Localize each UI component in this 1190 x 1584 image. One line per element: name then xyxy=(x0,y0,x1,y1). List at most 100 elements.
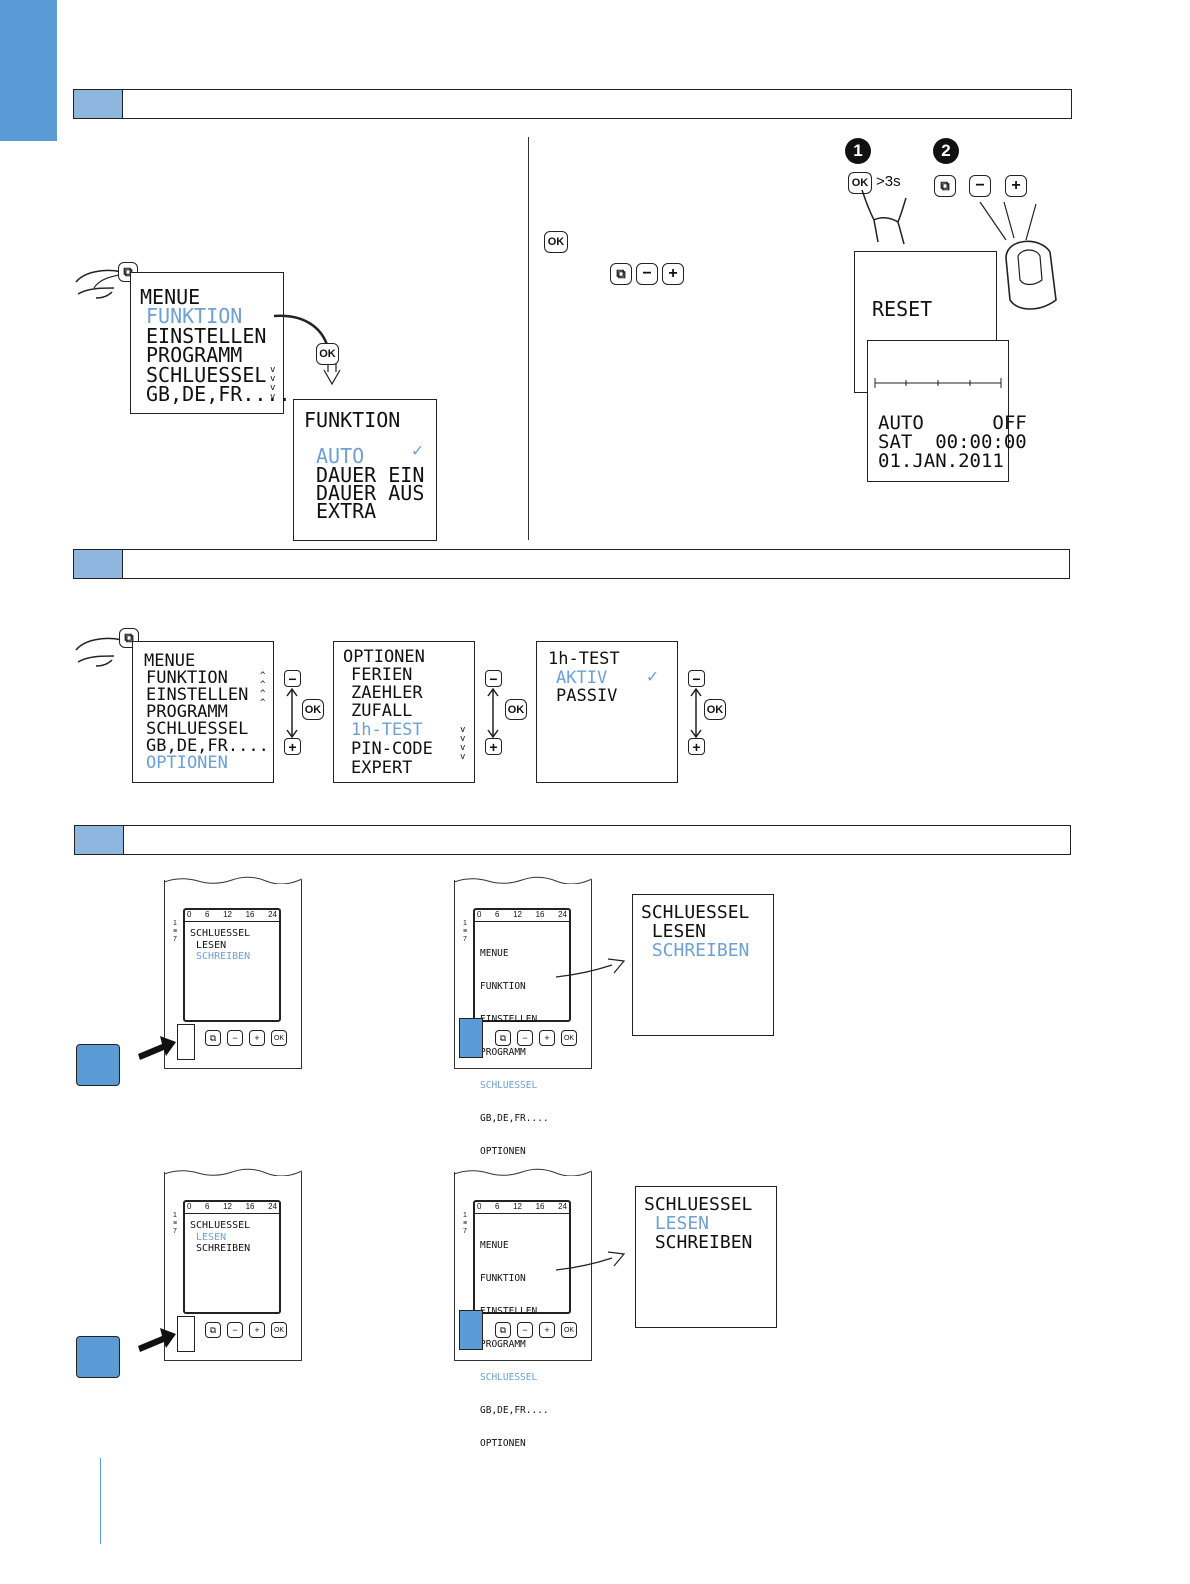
day-indicator: 1≡7 xyxy=(173,920,178,943)
scale-tick: 16 xyxy=(245,1202,255,1211)
scale-tick: 12 xyxy=(513,910,522,919)
menu-line-highlight: SCHLUESSEL xyxy=(480,1372,538,1383)
step-2-badge: 2 xyxy=(933,138,959,164)
status-line-3: 01.JAN.2011 xyxy=(878,450,1004,472)
day-label: 1 xyxy=(173,920,177,927)
memory-key-module[interactable] xyxy=(76,1336,120,1378)
scale-tick: 24 xyxy=(268,1202,277,1211)
scale-tick: 24 xyxy=(268,910,277,919)
status-line-1: AUTO OFF xyxy=(878,412,1027,434)
plus-button[interactable]: + xyxy=(284,738,301,755)
status-line-2: SAT 00:00:00 xyxy=(878,431,1027,453)
ok-button[interactable]: OK xyxy=(316,343,339,365)
ok-button[interactable]: OK xyxy=(505,699,527,720)
minus-button[interactable]: − xyxy=(485,670,502,687)
minus-button-step2[interactable]: − xyxy=(969,175,991,197)
ok-key[interactable]: OK xyxy=(561,1322,577,1338)
menu-button-step2[interactable]: ⧉ xyxy=(934,175,956,197)
memory-key-module[interactable] xyxy=(76,1044,120,1086)
ok-button[interactable]: OK xyxy=(704,699,726,720)
scale-tick: 6 xyxy=(205,1202,210,1211)
scale-tick: 12 xyxy=(223,910,232,919)
plus-button[interactable]: + xyxy=(688,738,705,755)
device-top-edge xyxy=(164,876,302,884)
reset-text: RESET xyxy=(872,297,933,321)
minus-button[interactable]: − xyxy=(688,670,705,687)
lcd-status: AUTO OFF SAT 00:00:00 01.JAN.2011 xyxy=(867,340,1027,482)
key-slot[interactable] xyxy=(177,1024,195,1060)
check-icon: ✓ xyxy=(647,666,658,687)
minus-key[interactable]: − xyxy=(227,1322,243,1338)
menu-key[interactable]: ⧉ xyxy=(495,1030,511,1046)
plus-button-step2[interactable]: + xyxy=(1005,175,1027,197)
day-label: 1 xyxy=(463,1212,467,1219)
scale-tick: 12 xyxy=(223,1202,232,1211)
scale-tick: 16 xyxy=(535,1202,545,1211)
menu-key[interactable]: ⧉ xyxy=(205,1030,221,1046)
scale-tick: 6 xyxy=(205,910,210,919)
device-menu: MENUE FUNKTION EINSTELLEN PROGRAMM SCHLU… xyxy=(480,1218,549,1471)
menu-line-highlight: SCHREIBEN xyxy=(190,951,251,962)
minus-key[interactable]: − xyxy=(517,1030,533,1046)
plus-key[interactable]: + xyxy=(249,1322,265,1338)
plus-key[interactable]: + xyxy=(249,1030,265,1046)
menu-key[interactable]: ⧉ xyxy=(205,1322,221,1338)
menu-line: PROGRAMM xyxy=(480,1339,526,1350)
minus-button[interactable]: − xyxy=(284,670,301,687)
menu-line: LESEN xyxy=(190,939,227,951)
lcd-line: DAUER AUS xyxy=(316,481,425,505)
menu-line-highlight: SCHLUESSEL xyxy=(480,1080,538,1091)
menu-key[interactable]: ⧉ xyxy=(495,1322,511,1338)
lcd-line-highlight: AKTIV xyxy=(556,668,608,688)
up-down-arrow-icon xyxy=(286,687,298,739)
menu-line: GB,DE,FR.... xyxy=(480,1113,549,1124)
lcd-line: EXPERT xyxy=(351,758,413,778)
menu-line: OPTIONEN xyxy=(480,1146,526,1157)
ok-key[interactable]: OK xyxy=(561,1030,577,1046)
lcd-line: SCHLUESSEL xyxy=(644,1194,753,1215)
lcd-line: PROGRAMM xyxy=(146,343,243,367)
scale-tick: 24 xyxy=(558,1202,567,1211)
check-icon: ✓ xyxy=(412,440,423,461)
plus-button[interactable]: + xyxy=(485,738,502,755)
lcd-line: EINSTELLEN xyxy=(146,685,249,705)
plus-key[interactable]: + xyxy=(539,1322,555,1338)
lcd-line: DAUER EIN xyxy=(316,463,425,487)
ok-key[interactable]: OK xyxy=(271,1030,287,1046)
scale-tick: 16 xyxy=(245,910,255,919)
ok-key[interactable]: OK xyxy=(271,1322,287,1338)
minus-key[interactable]: − xyxy=(517,1322,533,1338)
ok-button-hold[interactable]: OK xyxy=(848,172,872,194)
key-slot-filled[interactable] xyxy=(459,1310,483,1350)
hold-duration-label: >3s xyxy=(876,173,901,190)
scale-tick: 24 xyxy=(558,910,567,919)
minus-key[interactable]: − xyxy=(227,1030,243,1046)
lcd-line: PROGRAMM xyxy=(146,702,228,722)
ok-button-inline[interactable]: OK xyxy=(544,231,568,253)
lcd-line: FUNKTION xyxy=(304,408,401,432)
key-slot-filled[interactable] xyxy=(459,1018,483,1058)
device-keys: ⧉ − + OK xyxy=(495,1030,577,1046)
lcd-line: 1h-TEST xyxy=(548,649,620,669)
lcd-line: ZAEHLER xyxy=(351,683,423,703)
finger-icon xyxy=(861,189,907,245)
plus-button-inline[interactable]: + xyxy=(662,263,684,285)
device-top-edge xyxy=(164,1168,302,1176)
key-slot[interactable] xyxy=(177,1316,195,1352)
lcd-line-highlight: 1h-TEST xyxy=(351,720,423,740)
minus-button-inline[interactable]: − xyxy=(636,263,658,285)
lcd-line: EINSTELLEN xyxy=(146,324,267,348)
thumb-press-icon xyxy=(979,201,1057,310)
menu-button-inline[interactable]: ⧉ xyxy=(610,263,632,285)
lcd-line: SCHLUESSEL xyxy=(641,902,750,923)
plus-key[interactable]: + xyxy=(539,1030,555,1046)
ok-button[interactable]: OK xyxy=(302,699,324,720)
device-menu: SCHLUESSEL LESEN SCHREIBEN xyxy=(190,928,250,963)
lcd-line: MENUE xyxy=(140,285,201,309)
